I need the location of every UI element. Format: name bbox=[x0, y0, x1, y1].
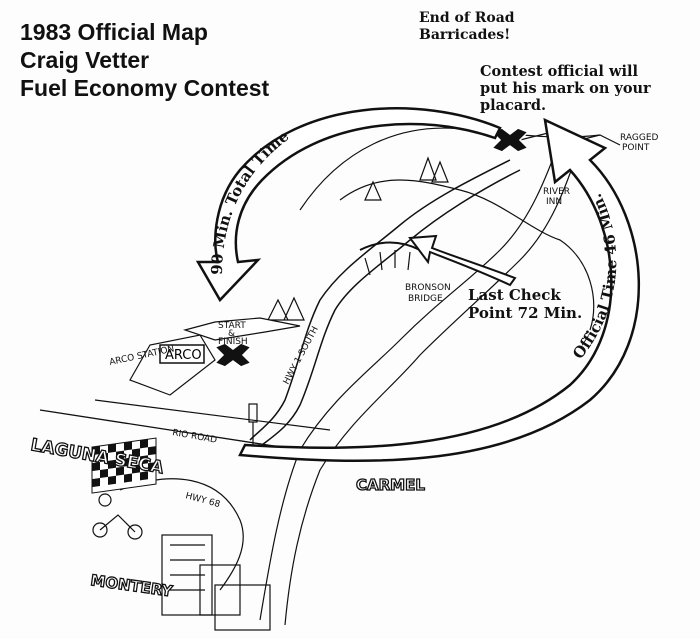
note-line: Last Check bbox=[468, 286, 561, 304]
last-check-note: Last Check Point 72 Min. bbox=[468, 286, 582, 322]
building-windows bbox=[170, 544, 205, 591]
monterey-building bbox=[214, 584, 271, 631]
highway-1-road-edge bbox=[261, 169, 521, 446]
bridge-supports bbox=[364, 250, 411, 276]
motorcycle-wheel bbox=[98, 493, 112, 507]
total-time-label: 90 Min. Total Time bbox=[208, 127, 292, 275]
coastline bbox=[259, 139, 561, 621]
rio-road-label: RIO ROAD bbox=[171, 428, 217, 446]
arco-sign-label: ARCO bbox=[165, 348, 202, 363]
note-line: End of Road bbox=[419, 10, 515, 26]
carmel-label: CARMEL bbox=[356, 476, 425, 494]
cliff-line bbox=[284, 144, 581, 626]
map-title: 1983 Official Map Craig Vetter Fuel Econ… bbox=[20, 18, 269, 102]
contest-official-note: Contest official will put his mark on yo… bbox=[480, 63, 651, 114]
arco-sign bbox=[159, 344, 205, 364]
trees bbox=[267, 156, 449, 321]
bronson-bridge bbox=[359, 241, 421, 251]
title-line-1: 1983 Official Map bbox=[20, 19, 208, 45]
motorcycle-wheel bbox=[92, 522, 108, 538]
motorcycle-wheel bbox=[127, 524, 143, 540]
total-time-arrow bbox=[195, 107, 502, 303]
title-line-2: Craig Vetter bbox=[20, 47, 150, 73]
arco-station-building bbox=[129, 334, 216, 396]
note-line: Contest official will bbox=[480, 63, 638, 80]
x-marker-icon bbox=[213, 342, 253, 368]
last-check-arrow bbox=[408, 234, 517, 287]
start-finish-label: START&FINISH bbox=[218, 321, 248, 347]
hill-line bbox=[339, 179, 595, 331]
hwy-68-label: HWY 68 bbox=[184, 491, 221, 510]
monterey-building bbox=[161, 534, 213, 616]
hwy-1-label: HWY 1 SOUTH bbox=[282, 325, 321, 386]
note-line: Barricades! bbox=[419, 27, 511, 43]
rio-road bbox=[39, 409, 301, 451]
note-line: put his mark on your bbox=[480, 80, 651, 97]
hwy-68-road bbox=[119, 478, 244, 591]
highway-1-road bbox=[249, 159, 511, 441]
motorcycle bbox=[99, 514, 136, 533]
end-of-road-note: End of Road Barricades! bbox=[419, 10, 515, 44]
x-marker-icon bbox=[490, 127, 530, 153]
note-line: placard. bbox=[480, 97, 547, 114]
note-line: Point 72 Min. bbox=[468, 304, 583, 322]
checkered-flag-icon bbox=[91, 437, 157, 494]
official-time-arrow bbox=[238, 117, 640, 463]
rio-road-edge bbox=[94, 399, 331, 431]
start-finish-banner bbox=[182, 317, 301, 341]
title-line-3: Fuel Economy Contest bbox=[20, 75, 270, 101]
